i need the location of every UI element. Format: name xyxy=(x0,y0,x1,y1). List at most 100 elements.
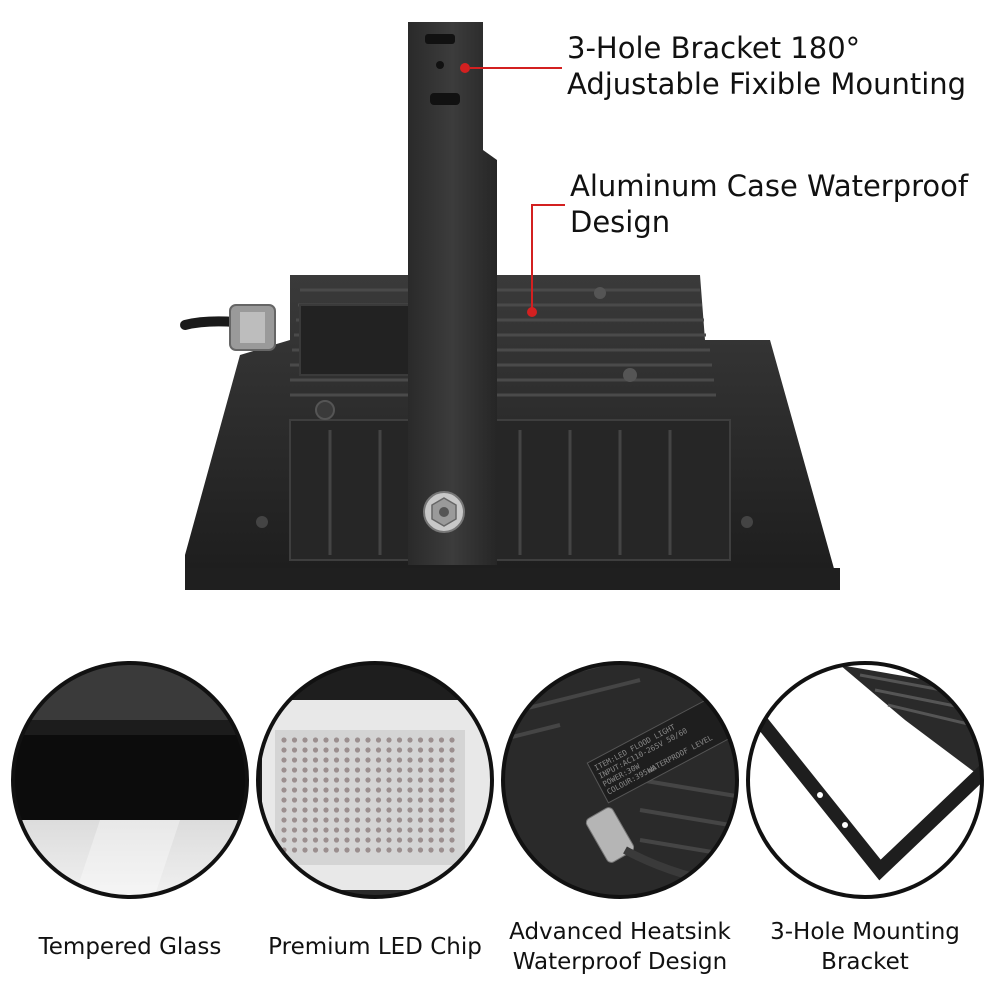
led-dot xyxy=(428,847,434,853)
led-dot xyxy=(449,847,455,853)
led-dot xyxy=(386,817,392,823)
led-dot xyxy=(323,837,329,843)
led-dot xyxy=(344,837,350,843)
led-dot xyxy=(312,787,319,793)
led-dot xyxy=(312,777,319,783)
led-dot xyxy=(428,837,434,843)
feature-label-3-line-2: Waterproof Design xyxy=(512,949,728,975)
led-dot xyxy=(407,827,413,833)
detail-circle-tempered-glass xyxy=(13,663,247,897)
detail-circle-border-1 xyxy=(11,661,249,899)
led-dot xyxy=(438,797,445,803)
led-dot xyxy=(407,777,413,783)
led-dot xyxy=(344,777,350,783)
mounting-bracket xyxy=(408,22,497,565)
led-dot xyxy=(302,847,308,853)
led-dot xyxy=(333,757,340,763)
led-dot xyxy=(344,737,350,743)
led-dot xyxy=(344,817,350,823)
led-dot xyxy=(417,807,424,813)
led-dot xyxy=(449,747,455,753)
led-dot xyxy=(302,777,308,783)
led-dot xyxy=(396,807,403,813)
led-dot xyxy=(291,777,298,783)
led-dot xyxy=(407,767,413,773)
led-dot xyxy=(386,737,392,743)
led-dot xyxy=(396,777,403,783)
led-dot xyxy=(281,827,287,833)
led-dot xyxy=(417,837,424,843)
led-dot xyxy=(323,737,329,743)
led-dot xyxy=(417,827,424,833)
led-dot xyxy=(407,737,413,743)
led-dot xyxy=(365,807,371,813)
led-dot xyxy=(323,797,329,803)
led-dot xyxy=(438,847,445,853)
led-dot xyxy=(417,817,424,823)
led-dot xyxy=(323,767,329,773)
led-dot xyxy=(365,797,371,803)
led-dot xyxy=(407,797,413,803)
led-dot xyxy=(333,787,340,793)
led-dot xyxy=(417,777,424,783)
led-dot xyxy=(281,837,287,843)
led-dot xyxy=(354,737,361,743)
led-dot xyxy=(281,757,287,763)
callout-case-line-1: Aluminum Case Waterproof xyxy=(570,169,969,203)
led-dot xyxy=(386,777,392,783)
led-dot xyxy=(375,737,382,743)
led-dot xyxy=(344,847,350,853)
feature-label-1-text: Tempered Glass xyxy=(38,934,222,960)
led-dot xyxy=(407,837,413,843)
feature-label-led-chip: Premium LED Chip xyxy=(255,932,495,962)
led-dot xyxy=(396,817,403,823)
led-dot xyxy=(449,737,455,743)
led-dot xyxy=(438,767,445,773)
led-dot xyxy=(438,817,445,823)
led-dot xyxy=(396,827,403,833)
led-dot xyxy=(407,747,413,753)
led-dot xyxy=(344,827,350,833)
led-dot xyxy=(375,827,382,833)
led-dot xyxy=(375,817,382,823)
led-dot xyxy=(428,787,434,793)
detail-circle-border-2 xyxy=(256,661,494,899)
led-dot xyxy=(312,837,319,843)
detail-circle-bracket xyxy=(748,663,982,897)
led-dot xyxy=(407,757,413,763)
led-dot xyxy=(312,747,319,753)
led-dot xyxy=(323,787,329,793)
led-dot xyxy=(365,777,371,783)
led-dot xyxy=(302,797,308,803)
led-dot xyxy=(386,787,392,793)
led-dot xyxy=(396,837,403,843)
led-dot xyxy=(333,827,340,833)
led-dot xyxy=(375,847,382,853)
led-dot xyxy=(281,737,287,743)
led-dot xyxy=(291,847,298,853)
feature-label-heatsink: Advanced Heatsink Waterproof Design xyxy=(500,917,740,977)
led-dot xyxy=(333,807,340,813)
led-dot xyxy=(291,797,298,803)
led-dot xyxy=(449,817,455,823)
led-dot xyxy=(438,737,445,743)
led-dot xyxy=(449,827,455,833)
led-dot xyxy=(449,797,455,803)
led-dot xyxy=(302,837,308,843)
feature-label-bracket: 3-Hole Mounting Bracket xyxy=(745,917,985,977)
led-dot xyxy=(365,827,371,833)
led-dot xyxy=(302,827,308,833)
led-dot xyxy=(333,797,340,803)
led-dot xyxy=(386,767,392,773)
led-dot xyxy=(365,747,371,753)
led-dot xyxy=(417,767,424,773)
led-dot xyxy=(375,807,382,813)
led-dot xyxy=(312,767,319,773)
led-dot xyxy=(449,837,455,843)
led-dot xyxy=(354,837,361,843)
led-dot xyxy=(323,747,329,753)
detail-circle-border-3 xyxy=(501,661,739,899)
led-dot xyxy=(417,737,424,743)
led-dot xyxy=(428,767,434,773)
led-dot xyxy=(302,807,308,813)
